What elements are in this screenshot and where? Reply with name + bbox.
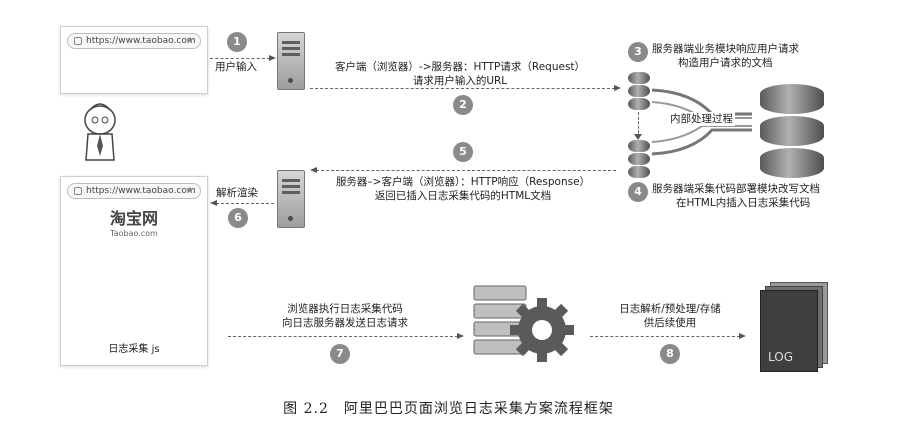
step2-label-line1: 客户端（浏览器）->服务器：HTTP请求（Request） [325, 60, 595, 74]
figure-caption: 图 2.2 阿里巴巴页面浏览日志采集方案流程框架 [0, 398, 897, 418]
step5-label-line2: 返回已插入日志采集代码的HTML文档 [318, 189, 608, 203]
star-icon: ★ [186, 34, 194, 48]
url-bar: https://www.taobao.com ★ [67, 33, 201, 49]
step8-arrow [590, 336, 740, 337]
browser-window-bottom: https://www.taobao.com ★ 淘宝网 Taobao.com … [60, 176, 208, 366]
step7-label-line2: 向日志服务器发送日志请求 [260, 316, 430, 330]
taobao-logo: 淘宝网 Taobao.com [61, 205, 207, 238]
database-small-bottom-icon [628, 140, 650, 180]
web-server-icon [277, 170, 305, 228]
step6-label: 解析渲染 [216, 186, 258, 200]
step1-arrow [210, 58, 270, 59]
step8-badge: 8 [660, 344, 680, 364]
log-file-icon: LOG [760, 282, 830, 372]
step8-label-line1: 日志解析/预处理/存储 [600, 302, 740, 316]
lock-icon [74, 187, 82, 195]
step3-badge: 3 [628, 42, 648, 62]
step5-label-line1: 服务器–>客户端（浏览器）：HTTP响应（Response） [318, 175, 608, 189]
step6-badge: 6 [228, 208, 248, 228]
database-large-icon [760, 84, 824, 180]
lock-icon [74, 37, 82, 45]
step5-arrow [316, 170, 616, 171]
log-script-label: 日志采集 js [61, 343, 207, 357]
user-figure-icon [80, 100, 120, 172]
url-bar: https://www.taobao.com ★ [67, 183, 201, 199]
step2-badge: 2 [453, 95, 473, 115]
web-server-icon [277, 32, 305, 90]
star-icon: ★ [186, 184, 194, 198]
step7-label-line1: 浏览器执行日志采集代码 [260, 302, 430, 316]
step1-badge: 1 [227, 32, 247, 52]
step2-label-line2: 请求用户输入的URL [325, 74, 595, 88]
url-text: https://www.taobao.com [86, 36, 196, 46]
step6-arrow [216, 203, 274, 204]
step4-label-line1: 服务器端采集代码部署模块改写文档 [652, 182, 820, 196]
log-server-gear-icon [470, 282, 580, 368]
url-text: https://www.taobao.com [86, 186, 196, 196]
step1-label: 用户输入 [215, 60, 257, 74]
step8-label-line2: 供后续使用 [600, 316, 740, 330]
step4-label-line2: 在HTML内插入日志采集代码 [676, 196, 810, 210]
step3-label-line2: 构造用户请求的文档 [678, 56, 773, 70]
internal-process-label: 内部处理过程 [668, 112, 735, 126]
step7-arrow [228, 336, 458, 337]
step2-arrow [310, 88, 615, 89]
database-small-top-icon [628, 72, 650, 112]
step5-badge: 5 [453, 142, 473, 162]
browser-window-top: https://www.taobao.com ★ [60, 26, 208, 94]
step7-badge: 7 [330, 344, 350, 364]
step4-badge: 4 [628, 182, 648, 202]
log-label: LOG [768, 350, 793, 364]
step3-label-line1: 服务器端业务模块响应用户请求 [652, 42, 799, 56]
process-connector-lines [652, 78, 752, 178]
